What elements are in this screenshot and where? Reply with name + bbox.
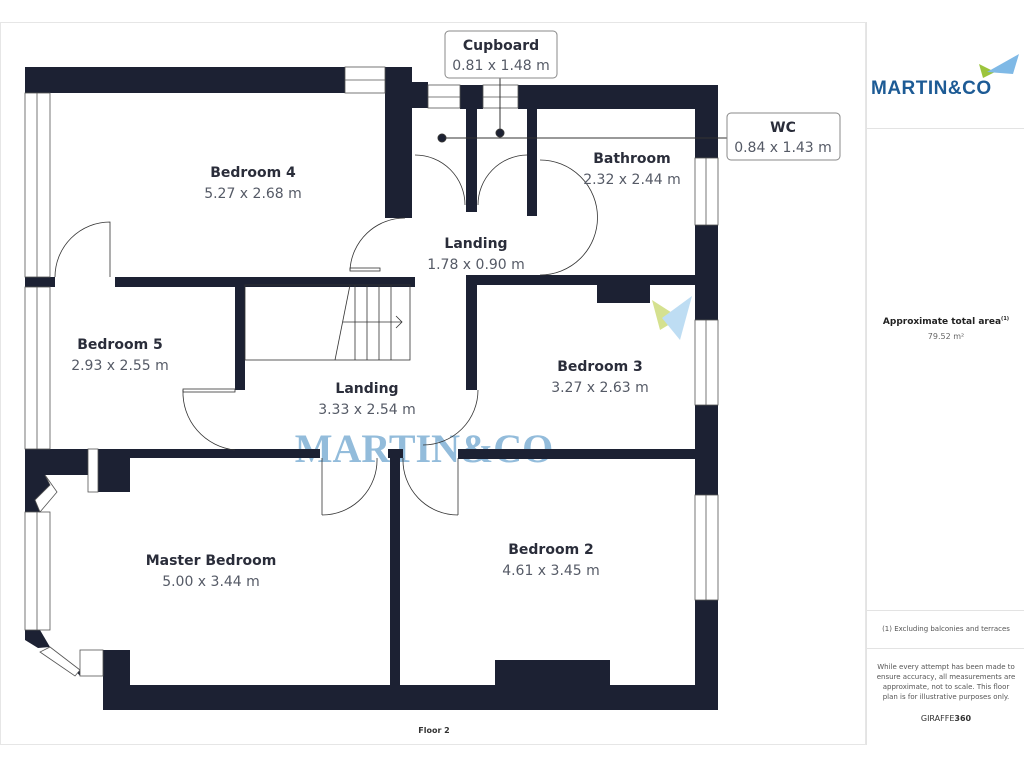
- watermark: MARTIN&CO: [295, 296, 692, 471]
- room-labels: Bedroom 4 5.27 x 2.68 m Bedroom 5 2.93 x…: [71, 151, 681, 590]
- room-name: Bathroom: [593, 151, 671, 167]
- wc-callout: WC 0.84 x 1.43 m: [726, 112, 841, 161]
- doors: [54, 154, 598, 516]
- room-dims: 5.00 x 3.44 m: [162, 574, 260, 590]
- walls: [25, 67, 718, 710]
- cupboard-callout: Cupboard 0.81 x 1.48 m: [444, 30, 558, 79]
- room-name: Landing: [335, 381, 398, 397]
- logo-bird-icon: [979, 54, 1019, 78]
- plan-frame: [0, 22, 866, 745]
- watermark-text: MARTIN&CO: [295, 426, 554, 471]
- room-name: Master Bedroom: [146, 553, 277, 569]
- callout-dims: 0.84 x 1.43 m: [734, 140, 832, 156]
- callout-name: WC: [770, 120, 796, 136]
- area-value: 79.52 m²: [927, 332, 965, 341]
- room-dims: 3.27 x 2.63 m: [551, 380, 649, 396]
- area-footnote-marker: (1): [1001, 316, 1010, 322]
- disclaimer: While every attempt has been made to ens…: [876, 663, 1016, 701]
- area-title: Approximate total area: [882, 317, 1002, 327]
- sidebar: MARTIN&CO Approximate total area(1) 79.5…: [866, 22, 1024, 745]
- floor-plan: MARTIN&CO: [0, 22, 866, 745]
- room-dims: 2.32 x 2.44 m: [583, 172, 681, 188]
- floor-label: Floor 2: [418, 726, 450, 735]
- watermark-bird-icon: [652, 300, 680, 330]
- room-dims: 4.61 x 3.45 m: [502, 563, 600, 579]
- staircase: [244, 284, 411, 361]
- credit: GIRAFFE360: [920, 714, 972, 723]
- brand-logo: MARTIN&CO: [867, 22, 1024, 129]
- room-dims: 1.78 x 0.90 m: [427, 257, 525, 273]
- callout-dims: 0.81 x 1.48 m: [452, 58, 550, 74]
- room-name: Bedroom 3: [557, 359, 643, 375]
- footnote: (1) Excluding balconies and terraces: [867, 610, 1024, 649]
- callout-lines: [437, 78, 727, 143]
- callout-name: Cupboard: [463, 38, 539, 54]
- room-name: Landing: [444, 236, 507, 252]
- room-dims: 5.27 x 2.68 m: [204, 186, 302, 202]
- logo-text: MARTIN&CO: [871, 78, 992, 99]
- room-name: Bedroom 4: [210, 165, 296, 181]
- room-name: Bedroom 2: [508, 542, 594, 558]
- total-area: Approximate total area(1) 79.52 m²: [867, 316, 1024, 341]
- room-dims: 2.93 x 2.55 m: [71, 358, 169, 374]
- room-name: Bedroom 5: [77, 337, 163, 353]
- windows: [24, 66, 719, 677]
- room-dims: 3.33 x 2.54 m: [318, 402, 416, 418]
